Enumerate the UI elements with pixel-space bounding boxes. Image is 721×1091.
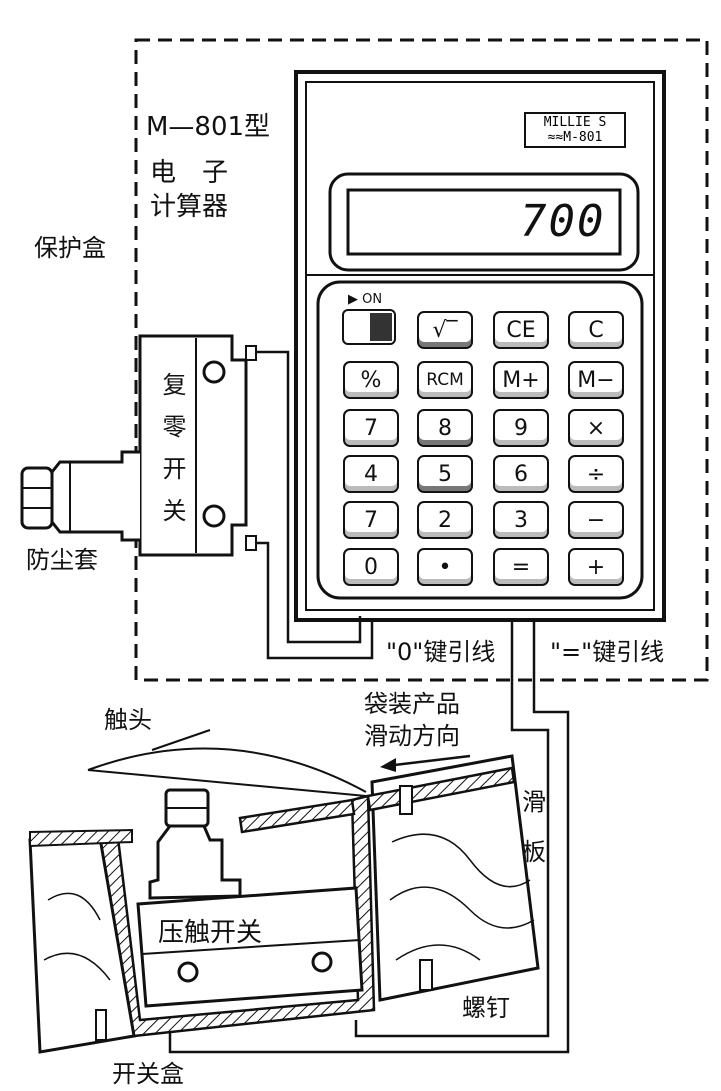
key-3: 3 [493,501,549,539]
key-c: C [568,311,624,349]
reset-switch [138,334,257,557]
calculator [294,70,666,622]
slide-direction-label-1: 袋装产品 [364,690,460,718]
key-equals: = [493,548,549,586]
key-9: 9 [493,409,549,447]
key-sqrt: √‾ [417,311,473,349]
key-divide: ÷ [568,455,624,493]
press-switch-label: 压触开关 [158,918,263,948]
key-0: 0 [343,548,399,586]
key-ce: CE [493,311,549,349]
key-minus: − [568,501,624,539]
key-2: 2 [417,501,473,539]
slide-direction-arrow [380,754,471,772]
lcd-screen [346,188,622,256]
calculator-brand: MILLIE S ≈≈M-801 [524,112,626,148]
screws [95,785,433,1041]
screw-label: 螺钉 [462,994,510,1022]
protect-box-outline [134,38,709,682]
zero-wire-label: "0"键引线 [386,638,496,666]
key-m-minus: M− [568,361,624,399]
on-label: ▶ ON [348,292,383,307]
reset-switch-label: 复零开关 [158,372,186,540]
switch-box-label: 开关盒 [112,1060,184,1088]
key-6: 6 [493,455,549,493]
calc-label-line1: 电 子 [150,158,229,188]
model-label: M—801型 [146,112,271,142]
dust-cover [20,450,140,542]
key-7-top: 7 [343,409,399,447]
brand-line-2: ≈≈M-801 [547,130,603,145]
key-7-bottom: 7 [343,501,399,539]
wires [168,350,570,1054]
key-4: 4 [343,455,399,493]
slide-direction-label-2: 滑动方向 [364,722,460,750]
contact-label: 触头 [104,706,152,734]
slide-plate-label-2: 板 [522,838,546,866]
key-m-plus: M+ [493,361,549,399]
key-8: 8 [417,409,473,447]
key-dot: • [417,548,473,586]
equal-wire-label: "="键引线 [550,638,665,666]
key-multiply: × [568,409,624,447]
calculator-display-value: 700 [520,196,606,247]
slide-plate [370,754,540,1002]
slide-plate-label-1: 滑 [522,788,546,816]
calc-label-line2: 计算器 [150,192,229,222]
key-5: 5 [417,455,473,493]
key-rcm: RCM [417,361,473,399]
brand-line-1: MILLIE S [543,115,607,130]
contact-pointer [87,729,367,797]
switch-box [28,766,516,1054]
protect-box-label: 保护盒 [34,234,106,262]
press-switch [136,788,364,1008]
dust-cover-label: 防尘套 [26,546,98,574]
key-plus: + [568,548,624,586]
keypad-panel [316,280,644,600]
key-percent: % [343,361,399,399]
